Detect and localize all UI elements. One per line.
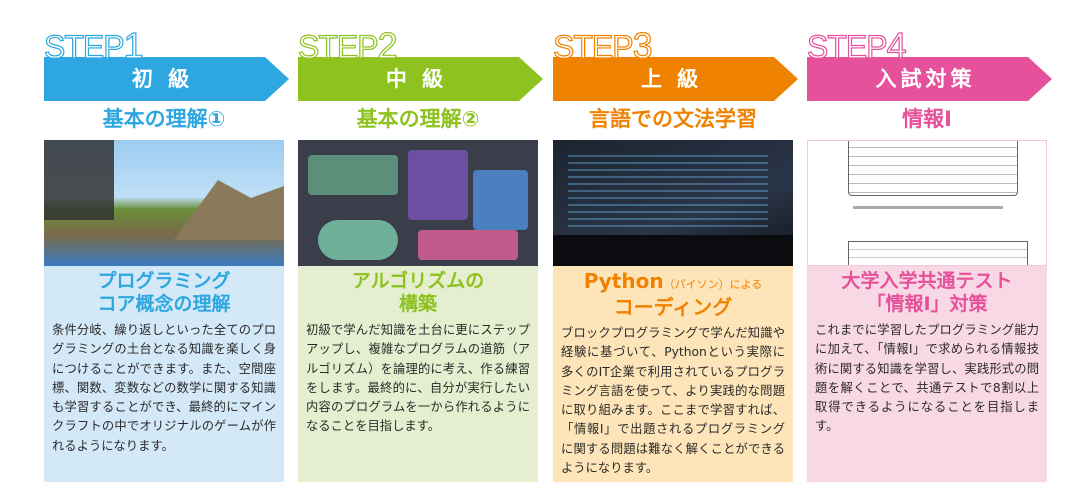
description-box: アルゴリズムの構築 初級で学んだ知識を土台に更にステップアップし、複雑なプログラ… <box>298 266 538 482</box>
step-1-column: STEP1 初 級 基本の理解① プログラミングコア概念の理解 条件分岐、繰り返… <box>43 0 290 486</box>
laptop-code-photo <box>553 140 793 266</box>
description-box: 大学入学共通テスト「情報Ⅰ」対策 これまでに学習したプログラミング能力に加えて、… <box>807 266 1047 482</box>
step-2-column: STEP2 中 級 基本の理解② アルゴリズムの構築 初級で学んだ知識を土台に更… <box>297 0 544 486</box>
minecraft-screenshot <box>44 140 284 266</box>
heading: アルゴリズムの構築 <box>351 270 485 315</box>
step-subtitle: 情報Ⅰ <box>902 107 952 131</box>
heading: プログラミングコア概念の理解 <box>97 270 231 315</box>
exam-question-scan <box>807 140 1047 266</box>
step-subtitle: 言語での文法学習 <box>589 107 757 131</box>
level-arrow-banner: 入試対策 <box>807 57 1052 101</box>
description-text: これまでに学習したプログラミング能力に加えて、「情報Ⅰ」で求められる情報技術に関… <box>815 323 1039 434</box>
step-label: STEP3 <box>552 25 653 66</box>
step-4-column: STEP4 入試対策 情報Ⅰ 大学入学共通テスト「情報Ⅰ」対策 これまでに学習し… <box>806 0 1053 486</box>
block-programming-screenshot <box>298 140 538 266</box>
heading: Python（パイソン）によるコーディング <box>583 269 763 319</box>
description-text: 初級で学んだ知識を土台に更にステップアップし、複雑なプログラムの道筋（アルゴリズ… <box>306 323 530 434</box>
heading: 大学入学共通テスト「情報Ⅰ」対策 <box>841 270 1013 315</box>
level-arrow-banner: 初 級 <box>44 57 289 101</box>
step-3-column: STEP3 上 級 言語での文法学習 Python（パイソン）によるコーディング… <box>552 0 799 486</box>
level-arrow-banner: 中 級 <box>298 57 543 101</box>
description-text: 条件分岐、繰り返しといった全てのプログラミングの土台となる知識を楽しく身につける… <box>52 323 276 453</box>
step-label: STEP1 <box>43 25 144 66</box>
step-label: STEP2 <box>297 25 398 66</box>
description-box: Python（パイソン）によるコーディング ブロックプログラミングで学んだ知識や… <box>553 266 793 482</box>
level-arrow-banner: 上 級 <box>553 57 798 101</box>
step-subtitle: 基本の理解① <box>102 107 226 131</box>
description-box: プログラミングコア概念の理解 条件分岐、繰り返しといった全てのプログラミングの土… <box>44 266 284 482</box>
description-text: ブロックプログラミングで学んだ知識や経験に基づいて、Pythonという実際に多く… <box>561 326 785 476</box>
step-subtitle: 基本の理解② <box>356 107 480 131</box>
step-label: STEP4 <box>806 25 907 66</box>
